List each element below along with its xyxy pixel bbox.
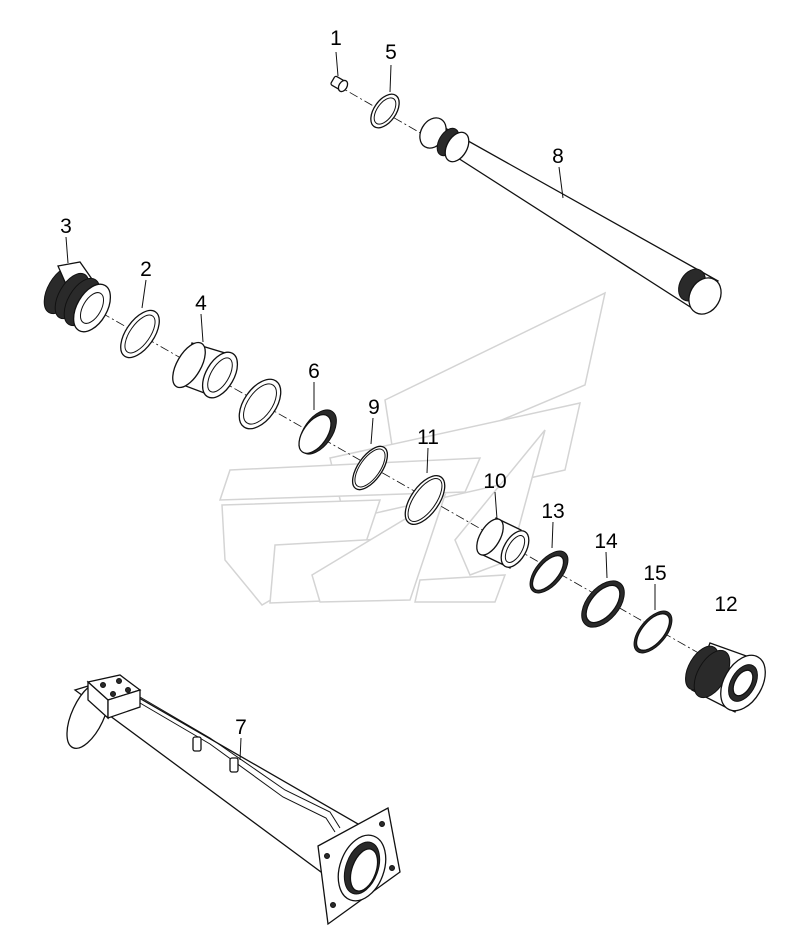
guide-ring <box>238 378 282 430</box>
part-8-piston-rod <box>419 117 722 315</box>
callout-13: 13 <box>541 500 564 523</box>
callout-4: 4 <box>195 292 207 315</box>
callout-9: 9 <box>368 396 380 419</box>
part-15-o-ring <box>633 610 673 654</box>
callout-12: 12 <box>714 593 737 616</box>
callout-8: 8 <box>552 145 564 168</box>
callout-15: 15 <box>643 562 666 585</box>
callout-11: 11 <box>417 426 439 449</box>
part-1-plug <box>330 75 349 93</box>
callout-2: 2 <box>140 258 152 281</box>
part-13-seal <box>529 550 569 594</box>
part-11-o-ring <box>404 475 446 525</box>
part-10-bushing <box>476 517 530 569</box>
part-9-o-ring <box>351 445 389 491</box>
part-3-piston <box>43 261 112 333</box>
callout-1: 1 <box>330 27 342 50</box>
leader-lines <box>65 51 656 761</box>
part-5-o-ring <box>370 93 400 129</box>
callout-14: 14 <box>594 530 618 553</box>
callout-6: 6 <box>308 360 320 383</box>
part-14-seal <box>581 580 625 628</box>
callout-3: 3 <box>60 215 72 238</box>
part-6-seal <box>298 409 337 455</box>
callout-labels: 1 5 8 3 2 4 6 9 11 10 13 14 15 12 7 <box>60 27 738 739</box>
callout-7: 7 <box>235 716 247 739</box>
part-12-gland <box>685 642 766 713</box>
callout-10: 10 <box>483 470 506 493</box>
callout-5: 5 <box>385 41 397 64</box>
part-7-cylinder-barrel <box>66 674 401 926</box>
part-2-ring <box>120 309 160 359</box>
part-4-sleeve <box>172 341 239 399</box>
